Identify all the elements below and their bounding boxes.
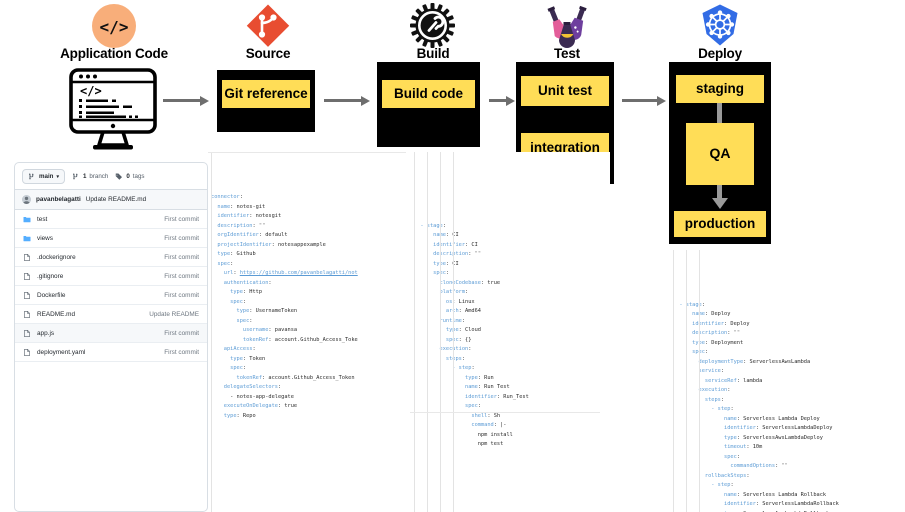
repo-file-row[interactable]: test First commit (15, 210, 207, 229)
repo-file-row[interactable]: app.js First commit (15, 324, 207, 343)
connector-yaml-panel: connector: name: notes-git identifier: n… (208, 152, 406, 512)
code-brackets-icon: </> (92, 4, 136, 48)
flasks-icon (546, 4, 588, 48)
repo-file-commit: First commit (164, 253, 199, 261)
branch-count-value: 1 (82, 173, 87, 180)
panel-top-rule (208, 152, 406, 153)
repo-file-row[interactable]: .dockerignore First commit (15, 248, 207, 267)
branch-icon (72, 173, 78, 180)
monitor-code-icon: </> (65, 68, 161, 152)
repo-file-name[interactable]: .dockerignore (37, 253, 76, 261)
repo-file-row[interactable]: .gitignore First commit (15, 267, 207, 286)
svg-text:</>: </> (100, 18, 129, 37)
repo-file-name[interactable]: app.js (37, 329, 55, 337)
repo-file-commit: First commit (164, 234, 199, 242)
chevron-down-icon: ▾ (56, 173, 59, 180)
unit-test-chip[interactable]: Unit test (521, 76, 609, 106)
arrow-build-to-test (489, 96, 515, 106)
github-toolbar: main ▾ 1 branch 0 tags (15, 163, 207, 189)
panel-bottom-rule (410, 412, 600, 413)
repo-file-name[interactable]: test (37, 215, 48, 223)
repo-file-name[interactable]: README.md (37, 310, 75, 318)
staging-chip[interactable]: staging (676, 75, 764, 103)
arrow-source-to-build (324, 96, 370, 106)
repo-file-name[interactable]: .gitignore (37, 272, 64, 280)
repo-file-row[interactable]: views First commit (15, 229, 207, 248)
indent-guide (427, 152, 428, 512)
commit-author[interactable]: pavanbelagatti (36, 196, 81, 203)
branch-count[interactable]: 1 branch (72, 172, 108, 181)
file-icon (24, 348, 30, 356)
qa-to-production-arrowhead (711, 198, 728, 209)
stage-label-deploy: Deploy (698, 46, 742, 61)
tag-count[interactable]: 0 tags (115, 172, 145, 181)
repo-file-row[interactable]: README.md Update README (15, 305, 207, 324)
repo-file-commit: Update README (149, 310, 199, 318)
cd-yaml-text: - stage: name: Deploy identifier: Deploy… (679, 301, 839, 512)
file-icon (24, 272, 30, 280)
branch-icon (29, 173, 34, 180)
repo-file-name[interactable]: deployment.yaml (37, 348, 86, 356)
build-code-chip[interactable]: Build code (382, 80, 475, 108)
qa-chip[interactable]: QA (686, 123, 754, 185)
branch-selector-button[interactable]: main ▾ (22, 169, 65, 184)
github-repo-panel: main ▾ 1 branch 0 tags pavanbelagatti (14, 162, 208, 512)
production-chip[interactable]: production (674, 211, 766, 237)
git-reference-chip[interactable]: Git reference (222, 80, 310, 108)
connector-yaml-text: connector: name: notes-git identifier: n… (211, 194, 358, 419)
tag-count-value: 0 (126, 173, 130, 180)
repo-file-name[interactable]: Dockerfile (37, 291, 66, 299)
svg-text:</>: </> (80, 84, 102, 98)
branch-name: main (39, 173, 54, 180)
tag-icon (116, 173, 123, 180)
ci-yaml-text: - stage: name: CI identifier: CI descrip… (420, 222, 529, 448)
stage-label-source: Source (245, 46, 291, 61)
folder-icon (23, 235, 31, 241)
staging-to-qa-connector (717, 103, 722, 125)
repo-file-commit: First commit (164, 329, 199, 337)
repo-file-commit: First commit (164, 348, 199, 356)
indent-guide (453, 152, 454, 512)
cd-yaml-panel: - stage: name: Deploy identifier: Deploy… (670, 250, 905, 512)
arrow-test-to-deploy (622, 96, 666, 106)
commit-message[interactable]: Update README.md (85, 196, 147, 203)
kubernetes-logo-icon (698, 3, 742, 47)
ci-yaml-panel: - stage: name: CI identifier: CI descrip… (410, 152, 610, 512)
indent-guide (686, 250, 687, 512)
git-logo-icon (246, 4, 290, 48)
stage-label-application-code: Application Code (60, 46, 168, 61)
file-icon (24, 291, 30, 299)
repo-file-row[interactable]: deployment.yaml First commit (15, 343, 207, 362)
stage-label-test: Test (554, 46, 580, 61)
repo-file-row[interactable]: Dockerfile First commit (15, 286, 207, 305)
gear-wrench-icon (410, 3, 455, 48)
repo-file-commit: First commit (164, 215, 199, 223)
latest-commit-bar: pavanbelagatti Update README.md (15, 189, 207, 210)
repo-file-commit: First commit (164, 291, 199, 299)
avatar (22, 195, 31, 204)
indent-guide (414, 152, 415, 512)
avatar-icon (22, 195, 31, 204)
repo-file-commit: First commit (164, 272, 199, 280)
stage-label-build: Build (416, 46, 450, 61)
indent-guide (699, 250, 700, 512)
qa-to-production-connector (717, 185, 722, 200)
folder-icon (23, 216, 31, 222)
indent-guide (440, 152, 441, 512)
branch-count-word: branch (89, 173, 109, 180)
tag-count-word: tags (132, 173, 145, 180)
file-icon (24, 253, 30, 261)
indent-guide (211, 152, 212, 512)
arrow-app-to-source (163, 96, 209, 106)
file-icon (24, 310, 30, 318)
file-icon (24, 329, 30, 337)
indent-guide (673, 250, 674, 512)
repo-file-name[interactable]: views (37, 234, 53, 242)
